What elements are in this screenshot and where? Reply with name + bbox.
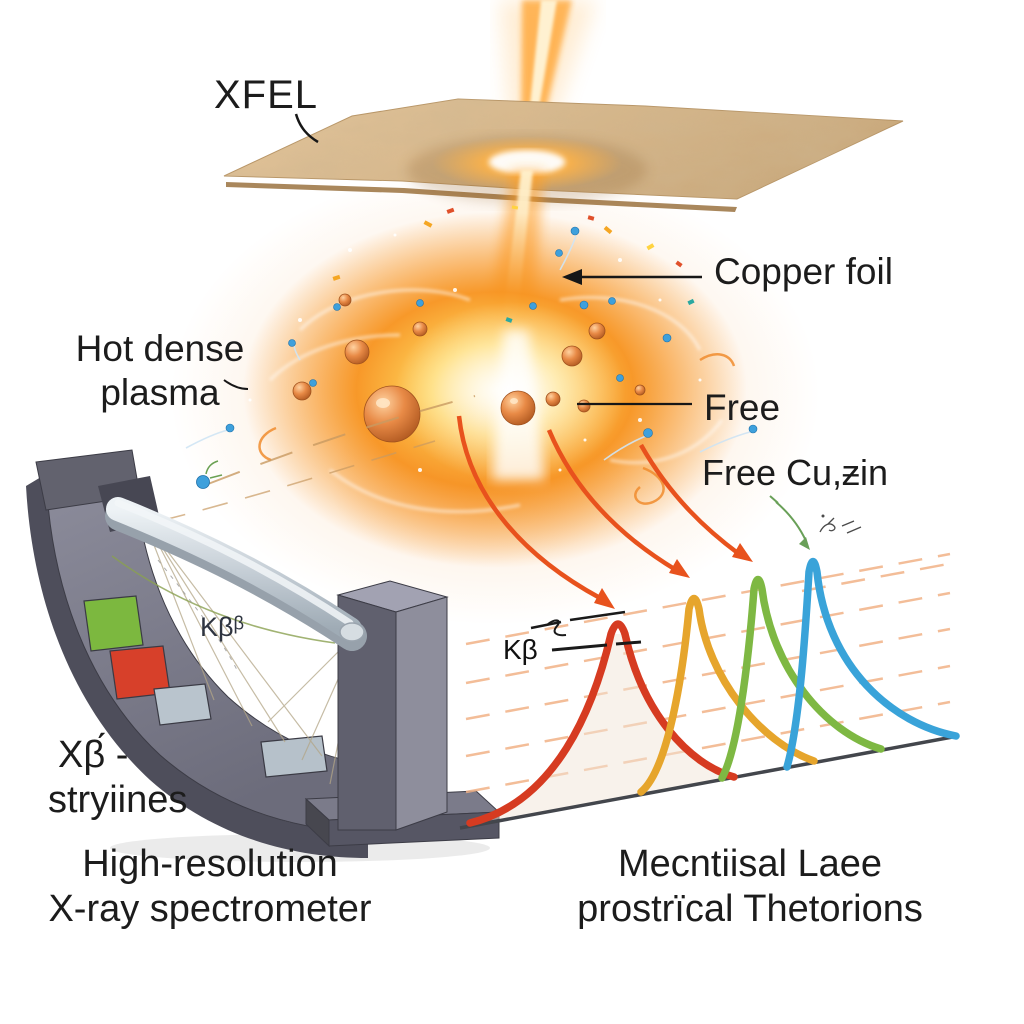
peak-blue bbox=[783, 557, 960, 771]
callout-lines bbox=[223, 113, 702, 406]
electron-dots bbox=[225, 226, 758, 438]
xray-lines-label: Xβ́ - stryiines bbox=[48, 733, 187, 823]
hot-dense-plasma-line1: Hot dense bbox=[75, 328, 245, 369]
kbeta-spectrometer-label: Kβᵝ bbox=[200, 612, 244, 642]
copper-ion-spheres bbox=[292, 293, 646, 443]
spectrometer-caption: High-resolution X-ray spectrometer bbox=[20, 842, 400, 932]
plasma-pointer bbox=[223, 379, 249, 390]
spectrometer bbox=[26, 449, 501, 862]
xray-lines-line2: stryiines bbox=[48, 778, 188, 821]
tile-gray-2 bbox=[260, 735, 328, 778]
green-ray-line bbox=[111, 555, 336, 644]
hot-dense-plasma-label: Hot dense plasma bbox=[55, 327, 265, 414]
sketch-scribbles bbox=[819, 514, 862, 534]
emission-arrows bbox=[456, 415, 741, 600]
kbeta-annotation-strokes bbox=[530, 610, 642, 652]
hot-dense-plasma-line2: plasma bbox=[100, 371, 220, 413]
peak-orange bbox=[637, 594, 818, 796]
emission-arrowheads bbox=[594, 543, 753, 609]
sparkles bbox=[248, 233, 702, 472]
stray-electron bbox=[196, 460, 223, 489]
xray-lines-line1: Xβ́ - bbox=[58, 734, 129, 776]
free-label: Free bbox=[704, 387, 781, 428]
spectral-peaks bbox=[466, 557, 960, 827]
copper-foil-arrowhead bbox=[562, 269, 582, 285]
spectrum-baseline bbox=[459, 734, 959, 830]
spectrometer-caption-line2: X-ray spectrometer bbox=[48, 887, 372, 930]
spectrometer-caption-line1: High-resolution bbox=[82, 843, 338, 885]
plasma-curls bbox=[258, 353, 736, 505]
peak-red bbox=[466, 620, 738, 827]
spectra-caption-line1: Mecntiisal Laee bbox=[617, 843, 883, 885]
kbeta-peaks-label: Kβ bbox=[503, 634, 538, 665]
xfel-label: XFEL bbox=[214, 73, 319, 117]
peak-green bbox=[718, 575, 885, 782]
tile-gray-1 bbox=[153, 683, 212, 726]
debris-specks bbox=[332, 205, 695, 323]
xfel-pointer bbox=[294, 113, 319, 144]
crystal-analyzer bbox=[105, 497, 367, 651]
peak-underfill bbox=[470, 634, 734, 824]
pillar bbox=[336, 580, 449, 831]
tile-green bbox=[83, 595, 144, 652]
copper-foil-label: Copper foil bbox=[714, 251, 893, 292]
spectra-caption: Mecntiisal Laee prostrïcal Thetorions bbox=[530, 842, 970, 932]
sketch-arrow-blue-peak bbox=[769, 495, 810, 550]
free-cu-ions-label: Free Cu,ƶin bbox=[702, 452, 889, 493]
spectra-caption-line2: prostrïcal Thetorions bbox=[577, 887, 923, 930]
spectral-peaks-panel bbox=[456, 415, 960, 830]
detector-tiles bbox=[83, 595, 328, 778]
electron-trails bbox=[185, 235, 751, 461]
